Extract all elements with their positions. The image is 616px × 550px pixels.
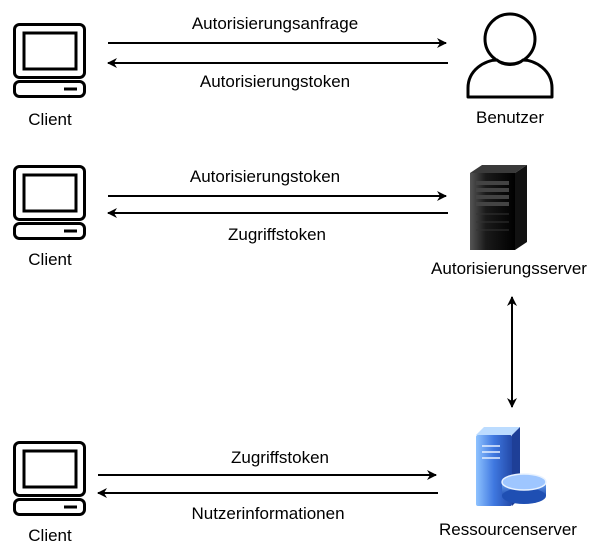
client-label-1: Client bbox=[28, 110, 72, 129]
server-tower-icon bbox=[470, 165, 527, 250]
response-label-3: Nutzerinformationen bbox=[191, 504, 345, 523]
client-computer-icon-2 bbox=[13, 165, 86, 240]
response-label-2: Zugriffstoken bbox=[228, 225, 326, 244]
request-label-2: Autorisierungstoken bbox=[189, 167, 341, 186]
request-label-1: Autorisierungsanfrage bbox=[191, 14, 359, 33]
client-label-3: Client bbox=[28, 526, 72, 545]
database-server-icon bbox=[476, 427, 547, 506]
client-label-2: Client bbox=[28, 250, 72, 269]
response-label-1: Autorisierungstoken bbox=[199, 72, 351, 91]
actor-label-autorisierungsserver: Autorisierungsserver bbox=[431, 259, 587, 278]
user-icon bbox=[466, 12, 554, 99]
client-computer-icon-3 bbox=[13, 441, 86, 516]
client-computer-icon-1 bbox=[13, 23, 86, 98]
actor-label-benutzer: Benutzer bbox=[475, 108, 545, 127]
actor-label-ressourcenserver: Ressourcenserver bbox=[439, 520, 577, 539]
request-label-3: Zugriffstoken bbox=[231, 448, 329, 467]
